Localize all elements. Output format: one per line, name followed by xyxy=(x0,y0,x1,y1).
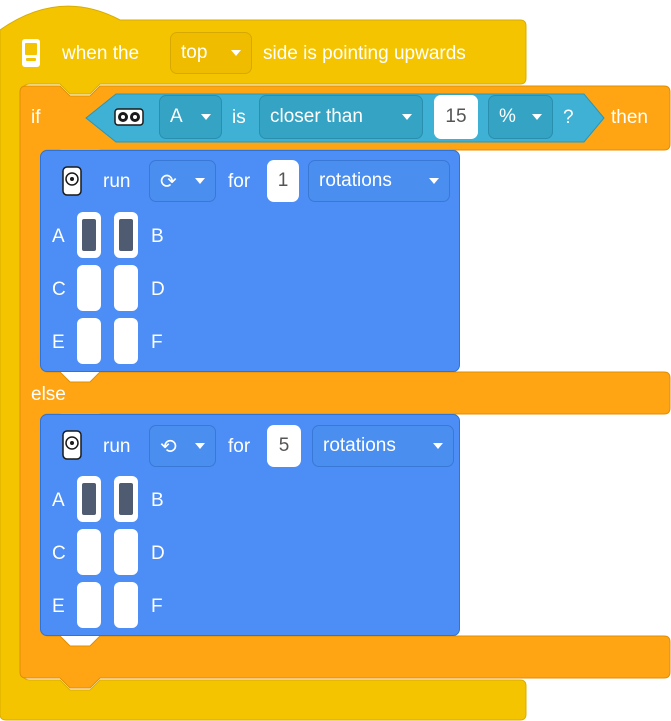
direction-dropdown[interactable]: ⟳ xyxy=(149,160,216,202)
port-c-toggle[interactable] xyxy=(77,265,101,311)
question-mark-label: ? xyxy=(563,107,574,128)
chevron-down-icon xyxy=(195,443,205,449)
unit-value: rotations xyxy=(323,435,396,456)
port-f-toggle[interactable] xyxy=(114,318,138,364)
distance-value-input[interactable]: 15 xyxy=(434,95,478,139)
for-label: for xyxy=(228,171,251,192)
port-label-d: D xyxy=(151,543,165,564)
rotate-counterclockwise-icon: ⟲ xyxy=(160,435,177,458)
chevron-down-icon xyxy=(195,178,205,184)
else-label: else xyxy=(31,384,66,405)
rotate-clockwise-icon: ⟳ xyxy=(160,170,177,193)
comparison-value: closer than xyxy=(270,106,363,127)
port-a-toggle[interactable] xyxy=(77,476,101,522)
port-c-toggle[interactable] xyxy=(77,529,101,575)
port-label-a: A xyxy=(52,490,65,511)
chevron-down-icon xyxy=(433,443,443,449)
port-b-toggle[interactable] xyxy=(114,476,138,522)
hub-icon xyxy=(20,38,42,68)
if-else-block xyxy=(19,85,671,689)
run-label: run xyxy=(103,171,131,192)
chevron-down-icon xyxy=(402,114,412,120)
port-label-c: C xyxy=(52,543,66,564)
side-value: top xyxy=(181,42,208,63)
for-label: for xyxy=(228,436,251,457)
distance-sensor-icon xyxy=(114,106,144,128)
unit-dropdown[interactable]: rotations xyxy=(308,160,450,202)
motor-icon xyxy=(62,430,82,460)
port-a-toggle[interactable] xyxy=(77,212,101,258)
chevron-down-icon xyxy=(429,178,439,184)
port-label-d: D xyxy=(151,279,165,300)
side-dropdown[interactable]: top xyxy=(170,32,252,74)
run-label: run xyxy=(103,436,131,457)
chevron-down-icon xyxy=(201,114,211,120)
port-d-toggle[interactable] xyxy=(114,265,138,311)
unit-dropdown[interactable]: % xyxy=(488,95,553,139)
unit-dropdown[interactable]: rotations xyxy=(312,425,454,467)
hat-suffix-label: side is pointing upwards xyxy=(263,43,466,64)
chevron-down-icon xyxy=(532,114,542,120)
chevron-down-icon xyxy=(231,50,241,56)
hat-prefix-label: when the xyxy=(62,43,140,64)
rotation-amount-input[interactable]: 1 xyxy=(267,160,299,202)
port-label-a: A xyxy=(52,226,65,247)
unit-value: rotations xyxy=(319,170,392,191)
is-label: is xyxy=(232,107,246,128)
motor-icon xyxy=(62,166,82,196)
port-label-f: F xyxy=(151,596,163,617)
port-label-f: F xyxy=(151,332,163,353)
then-label: then xyxy=(611,107,648,128)
port-e-toggle[interactable] xyxy=(77,582,101,628)
port-d-toggle[interactable] xyxy=(114,529,138,575)
port-label-b: B xyxy=(151,226,164,247)
comparison-dropdown[interactable]: closer than xyxy=(259,95,423,139)
sensor-port-value: A xyxy=(170,106,183,127)
rotation-amount-input[interactable]: 5 xyxy=(267,425,301,467)
sensor-port-dropdown[interactable]: A xyxy=(159,95,222,139)
port-label-b: B xyxy=(151,490,164,511)
if-label: if xyxy=(31,107,41,128)
port-f-toggle[interactable] xyxy=(114,582,138,628)
unit-value: % xyxy=(499,106,516,127)
port-b-toggle[interactable] xyxy=(114,212,138,258)
port-e-toggle[interactable] xyxy=(77,318,101,364)
direction-dropdown[interactable]: ⟲ xyxy=(149,425,216,467)
port-label-c: C xyxy=(52,279,66,300)
port-label-e: E xyxy=(52,332,65,353)
port-label-e: E xyxy=(52,596,65,617)
